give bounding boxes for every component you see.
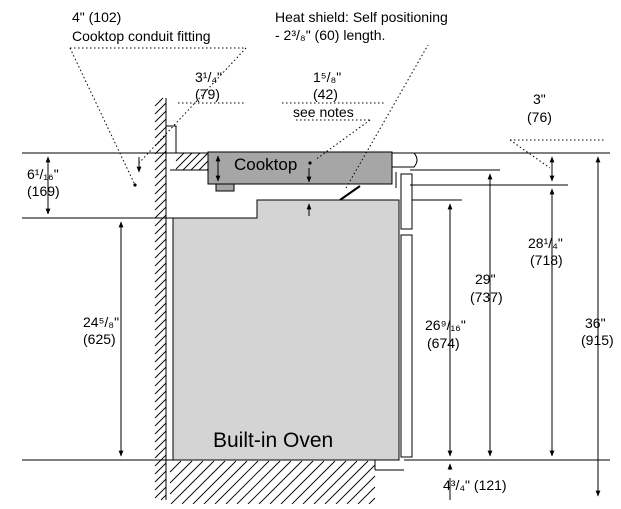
floor-cabinet	[169, 459, 404, 505]
dim-4-3-4: 4³/₄" (121)	[443, 477, 507, 493]
dim-28-1-4: 28¹/₄"	[528, 235, 563, 251]
dim-3-1-4: 3¹/₄"	[195, 69, 222, 85]
oven-label: Built-in Oven	[213, 429, 333, 452]
dim-36-mm: (915)	[581, 332, 614, 348]
dim-28-1-4-mm: (718)	[530, 252, 563, 268]
conduit-label: Cooktop conduit fitting	[72, 28, 211, 44]
dim-3-1-4-mm: (79)	[195, 86, 220, 102]
dim-3-mm: (76)	[527, 109, 552, 125]
dim-26-9-16: 26⁹/₁₆"	[425, 317, 466, 333]
heat-shield-length: - 2³/₈" (60) length.	[275, 27, 385, 43]
built-in-oven	[172, 172, 413, 461]
heat-shield-label: Heat shield: Self positioning	[275, 9, 448, 25]
heat-shield	[339, 185, 361, 201]
dim-3: 3"	[533, 91, 546, 107]
dim-6-1-16: 6¹/₁₆"	[27, 166, 59, 182]
conduit-dimension: 4" (102)	[72, 9, 121, 25]
dim-29: 29"	[475, 271, 496, 287]
dim-24-5-8: 24⁵/₈"	[83, 314, 119, 330]
wall	[154, 97, 167, 501]
see-notes-label: see notes	[293, 104, 354, 120]
dim-1-5-8: 1⁵/₈"	[313, 69, 341, 85]
cooktop-label: Cooktop	[234, 155, 297, 174]
cooktop	[207, 151, 393, 192]
dim-26-9-16-mm: (674)	[427, 335, 460, 351]
dim-24-5-8-mm: (625)	[83, 331, 116, 347]
dim-6-1-16-mm: (169)	[27, 183, 60, 199]
dim-1-5-8-mm: (42)	[313, 86, 338, 102]
dim-36: 36"	[585, 315, 606, 331]
dim-29-mm: (737)	[470, 289, 503, 305]
